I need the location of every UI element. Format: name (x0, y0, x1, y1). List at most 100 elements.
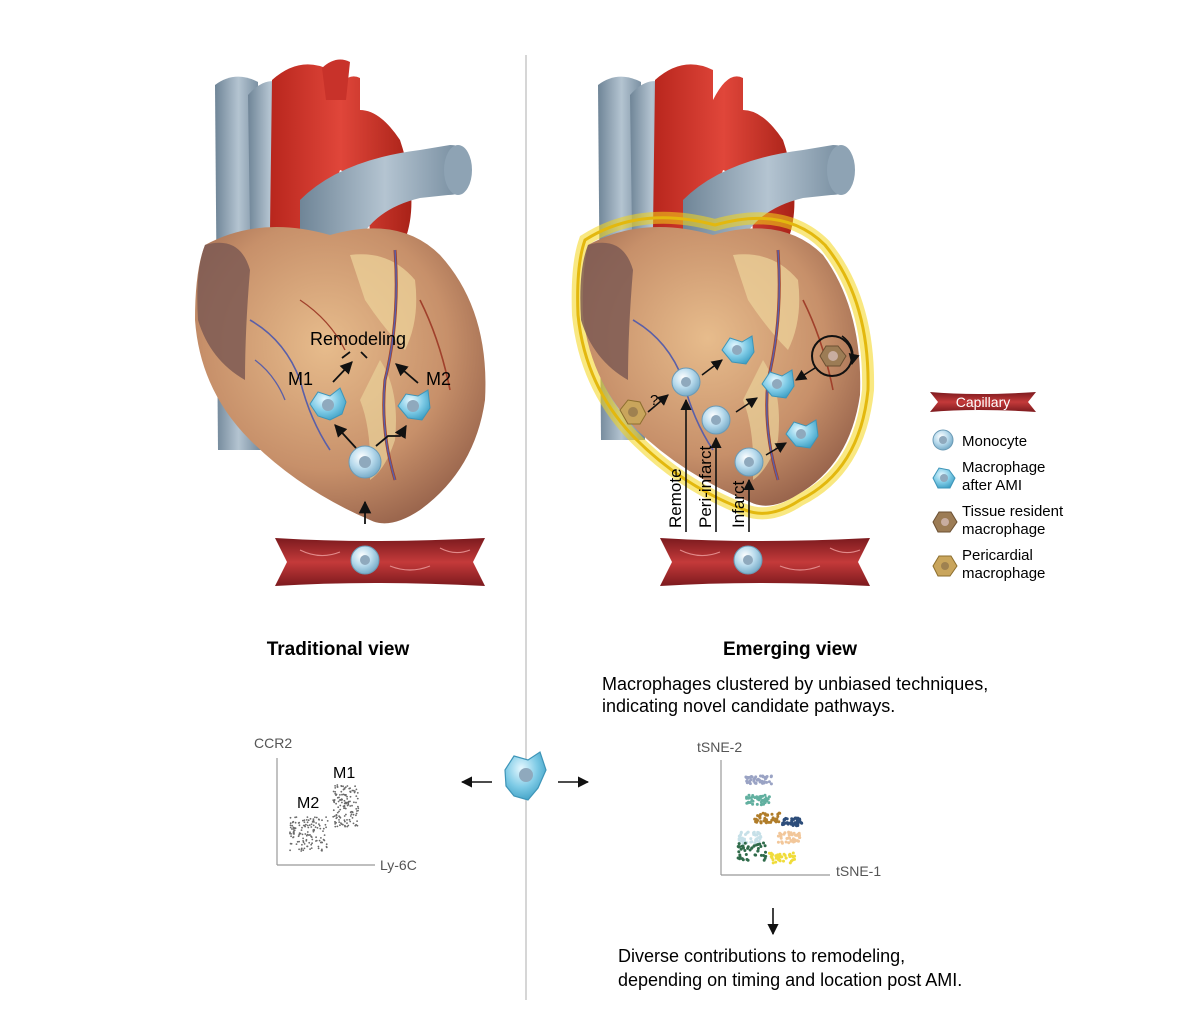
m2-dot (320, 837, 322, 839)
tsne-dot (758, 842, 762, 846)
m2-dot (302, 819, 304, 822)
m2-dot (289, 826, 292, 829)
arrow-m1-remodeling (332, 361, 353, 383)
m2-dot (311, 842, 313, 845)
tsne-dot (769, 775, 773, 779)
m1-dot (347, 824, 350, 827)
arrow-resident-to-mac (795, 367, 816, 381)
pericardial-macrophage-cell-heart (619, 399, 647, 425)
m1-dot (353, 801, 355, 804)
m1-dot (334, 825, 337, 828)
m2-dot (302, 824, 305, 827)
tsne-dot (747, 793, 751, 797)
m2-dot (298, 821, 301, 824)
monocyte-cell-left-heart (348, 445, 382, 479)
m2-label: M2 (426, 369, 451, 389)
m1-dot (349, 815, 352, 817)
tsne-dot (757, 840, 761, 844)
m2-dot (298, 848, 300, 851)
tsne-dot (754, 775, 758, 779)
tsne-dot (771, 861, 775, 865)
conclusion-line-1: Diverse contributions to remodeling, (618, 946, 905, 966)
tsne-dot (751, 802, 755, 806)
m2-dot (318, 839, 321, 842)
m2-dot (291, 828, 293, 830)
m2-dot (300, 850, 303, 852)
tsne-dot (782, 859, 785, 863)
tsne-dot (797, 839, 800, 843)
m1-dot (340, 822, 342, 824)
tsne-dot (756, 847, 760, 850)
m2-dot (291, 824, 294, 827)
m1-dot (342, 785, 344, 788)
m2-dot (299, 832, 302, 835)
tsne-dot (763, 844, 767, 848)
m2-dot (315, 816, 318, 819)
m1-dot (332, 815, 335, 818)
m1-dot (338, 810, 340, 813)
tsne-dot (748, 779, 752, 783)
m1-dot (346, 819, 348, 821)
tsne-dot (755, 796, 759, 800)
m1-dot (355, 823, 357, 826)
m1-dot (339, 798, 342, 801)
m1-dot (340, 798, 343, 800)
tsne-dot (795, 833, 799, 837)
tsne-dot (767, 820, 771, 824)
m2-dot (318, 824, 321, 827)
tsne-dot (759, 853, 763, 857)
left-heart-illustration (195, 59, 486, 524)
emerging-desc-line-2: indicating novel candidate pathways. (602, 696, 895, 716)
tsne-dot (778, 811, 782, 815)
tsne-dot (777, 854, 781, 858)
tsne-dot (762, 802, 766, 806)
m1-dot (339, 804, 342, 807)
m1-dot (354, 785, 356, 788)
left-plot-m2-label: M2 (297, 795, 319, 812)
m2-dot (307, 819, 310, 822)
peri-infarct-label: Peri-infarct (696, 446, 715, 528)
tsne-dot (752, 844, 756, 848)
m2-dot (325, 826, 327, 829)
tsne-dot (780, 841, 784, 845)
m1-dot (336, 785, 339, 788)
m2-dot (308, 841, 311, 844)
bracket-marks (341, 351, 368, 359)
monocyte-peri-infarct (701, 405, 731, 435)
m1-dot (346, 825, 349, 828)
m1-dot (349, 820, 352, 823)
m1-dot (351, 804, 353, 807)
tsne-dot (762, 854, 766, 857)
legend-pericardial-label-2: macrophage (962, 565, 1045, 582)
tsne-dot (790, 817, 794, 821)
m1-dot (340, 790, 343, 793)
m2-dot (326, 820, 329, 822)
tsne-dot (753, 796, 757, 800)
tsne-dot (770, 855, 774, 859)
tsne-dot (753, 817, 757, 821)
m2-dot (306, 816, 309, 818)
m2-dot (291, 821, 294, 824)
m1-dot (338, 819, 340, 821)
tsne-dot (748, 782, 752, 786)
tsne-dot (787, 830, 791, 834)
m2-dot (290, 842, 293, 845)
tsne-dot (741, 844, 745, 848)
tsne-dot (787, 841, 791, 845)
remodeling-label: Remodeling (310, 329, 406, 349)
m2-dot (322, 838, 325, 841)
m2-dot (289, 849, 291, 852)
m2-dot (309, 848, 311, 850)
tsne-dot (776, 834, 780, 838)
m1-dot (349, 795, 352, 798)
tsne-plot: tSNE-2 tSNE-1 (697, 739, 881, 879)
ccr2-ly6c-plot: CCR2 Ly-6C M1 M2 (254, 735, 417, 873)
tsne-dot (761, 811, 765, 815)
conclusion-line-2: depending on timing and location post AM… (618, 970, 962, 990)
m1-dot (339, 824, 341, 827)
monocyte-infarct (734, 447, 764, 477)
tsne-dot (753, 841, 757, 845)
m1-dot (357, 807, 360, 810)
tsne-dot (750, 846, 754, 850)
tsne-dot (763, 856, 767, 860)
